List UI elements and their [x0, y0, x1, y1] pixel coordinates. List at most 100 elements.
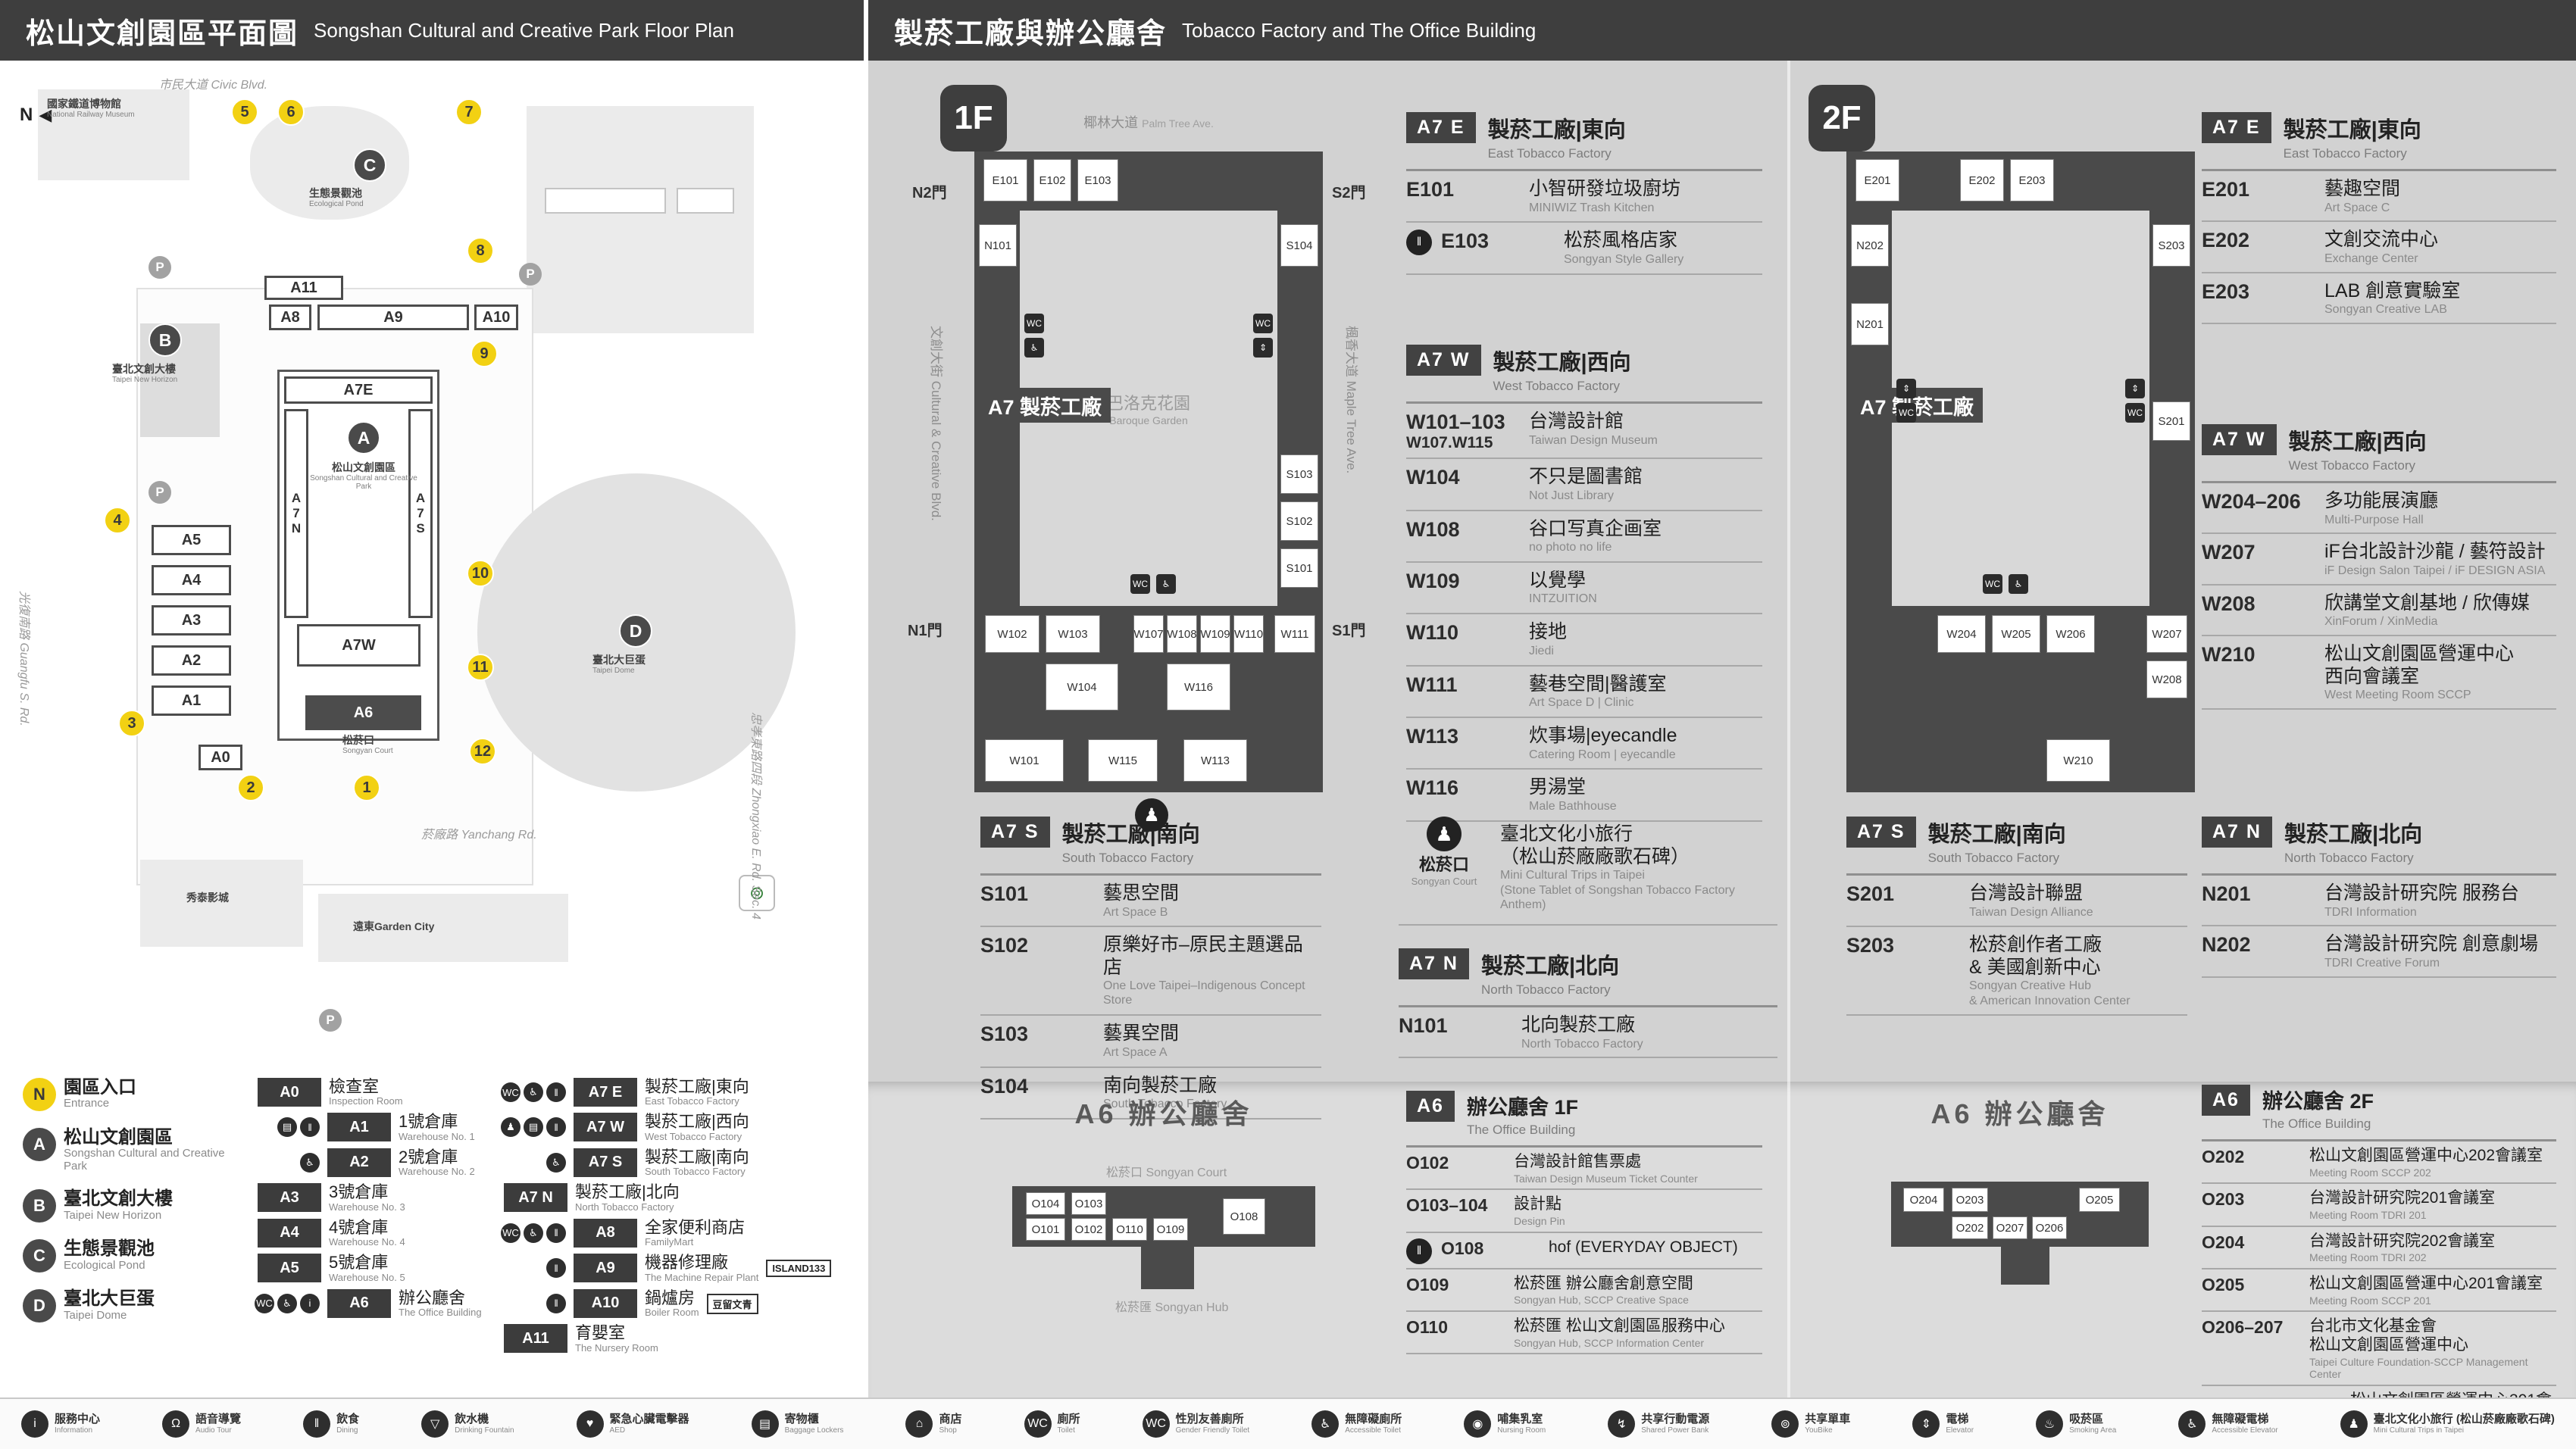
gate-n1: N1門 [908, 623, 943, 639]
legend-building-row: A7 N 製菸工廠|北向 North Tobacco Factory [504, 1183, 860, 1213]
amenity-item: ⌂ 商店 Shop [905, 1410, 961, 1438]
room-code: N201 [2202, 882, 2251, 905]
room-W206: W206 [2046, 615, 2095, 653]
amenity-item: Ω 語音導覽 Audio Tour [162, 1410, 241, 1438]
room-W102: W102 [985, 615, 1039, 653]
amenity-item: ↯ 共享行動電源 Shared Power Bank [1608, 1410, 1709, 1438]
building-label-a7-1f: A7 製菸工廠 [979, 388, 1111, 423]
room-code: N202 [2202, 933, 2251, 957]
legend-marker-name: 園區入口 Entrance [64, 1077, 136, 1110]
mnum-9: 9 [470, 340, 498, 367]
amenity-item: ♥ 緊急心臟電擊器 AED [576, 1410, 689, 1438]
mnum-2: 2 [237, 774, 264, 801]
mbox-A0: A0 [199, 745, 242, 770]
amenity-label: 吸菸區 Smoking Area [2069, 1413, 2117, 1435]
street-labels-layer: 市民大道 Civic Blvd.光復南路 Guangfu S. Rd.菸廠路 Y… [0, 61, 864, 1072]
room-code: S102 [980, 934, 1029, 957]
amenity-label: 緊急心臟電擊器 AED [609, 1413, 689, 1435]
mbox-A11: A11 [264, 276, 343, 300]
legend-building-name: 3號倉庫 Warehouse No. 3 [329, 1182, 405, 1213]
facility-chip-icon: ▤ [277, 1117, 297, 1138]
amenity-icon: ‖ [303, 1410, 331, 1438]
mp-P: P [148, 481, 171, 504]
railway-museum-block [38, 89, 189, 180]
legend-marker-row: A 松山文創園區 Songshan Cultural and Creative … [23, 1127, 250, 1173]
room-O205: O205 [2079, 1188, 2120, 1212]
amenity-icon: ▽ [421, 1410, 449, 1438]
room-O102: O102 [1071, 1218, 1106, 1241]
garden-city-block [318, 894, 568, 962]
transit-label-box-2 [677, 188, 734, 214]
amenity-label: 性別友善廁所 Gender Friendly Toilet [1175, 1413, 1250, 1435]
facility-chip-icon: ▤ [524, 1117, 543, 1138]
street-label-palm-tree-ave: 椰林大道 Palm Tree Ave. [1083, 115, 1214, 130]
amenity-label: 飲水機 Drinking Fountain [455, 1413, 514, 1435]
legend-row-icons: ‖ [504, 1254, 566, 1279]
amenity-item: ▤ 寄物櫃 Baggage Lockers [751, 1410, 843, 1438]
section-badge: A7 E [2202, 112, 2271, 143]
legend-building-name: 機器修理廠 The Machine Repair Plant [645, 1253, 759, 1283]
room-code: O206–207 [2202, 1317, 2284, 1338]
room-O101: O101 [1026, 1218, 1065, 1241]
facility-chip-icon: ‖ [546, 1117, 566, 1138]
room-W103: W103 [1046, 615, 1100, 653]
room-W207: W207 [2146, 615, 2187, 653]
right-header: 製菸工廠與辦公廳舍 Tobacco Factory and The Office… [868, 0, 2576, 61]
mbox-A7S: A7S [408, 409, 433, 618]
legend-building-code: A4 [258, 1218, 321, 1248]
room-W111: W111 [1274, 615, 1315, 653]
room-list-row: ‖ O108 hof (EVERYDAY OBJECT) [1406, 1233, 1762, 1269]
gate-n2: N2門 [912, 185, 947, 201]
legend-markers-column: N 園區入口 Entrance A 松山文創園區 Songshan Cultur… [23, 1077, 250, 1339]
room-O203: O203 [1952, 1188, 1988, 1212]
park-map: ⊚ N ◀ 市民大道 Civic Blvd.光復南路 Guangfu S. Rd… [0, 61, 864, 1072]
mnum-4: 4 [104, 507, 131, 534]
mnum-5: 5 [231, 98, 258, 126]
legend-marker-row: B 臺北文創大樓 Taipei New Horizon [23, 1188, 250, 1223]
legend-building-code: A1 [327, 1113, 391, 1142]
section-badge: A7 N [2202, 817, 2272, 848]
pchip-WC: WC [2125, 403, 2145, 423]
room-code: O202 [2202, 1147, 2245, 1166]
mtext-遠東Garden City: 遠東Garden City [353, 920, 435, 932]
legend-building-name: 4號倉庫 Warehouse No. 4 [329, 1217, 405, 1248]
pchip-♿: ♿ [2009, 574, 2028, 594]
room-O110: O110 [1112, 1218, 1147, 1241]
amenity-icon: ♨ [2036, 1410, 2064, 1438]
legend-building-row: WC♿‖ A7 E 製菸工廠|東向 East Tobacco Factory [501, 1077, 860, 1107]
room-S201: S201 [2152, 401, 2190, 441]
